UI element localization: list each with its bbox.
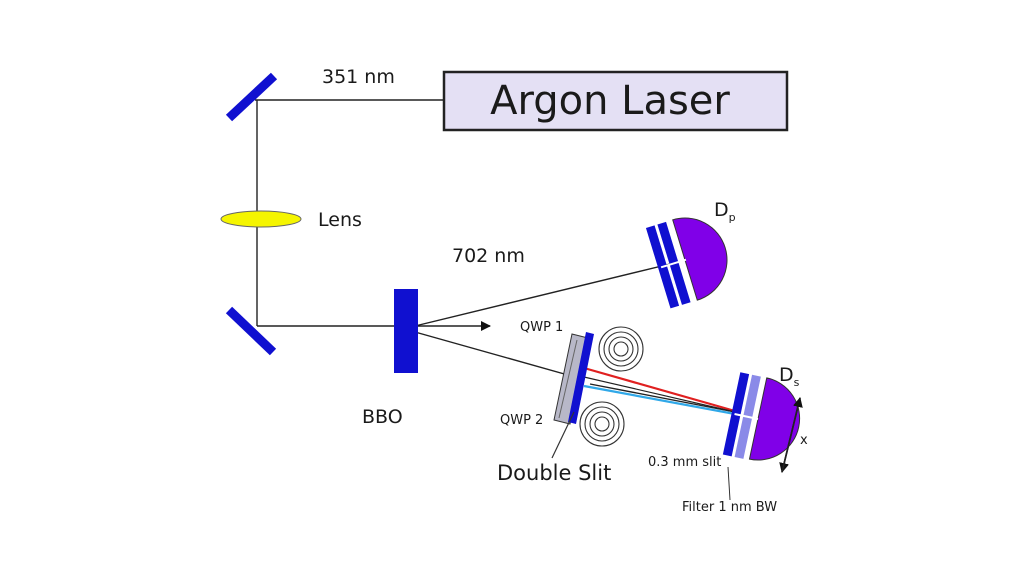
filter-pointer (727, 466, 731, 501)
detector-p (645, 217, 728, 309)
double-slit-pointer (551, 411, 575, 459)
beam-paths (255, 99, 736, 413)
signal-path (583, 376, 736, 413)
red-path (583, 366, 736, 413)
slit-label: 0.3 mm slit (648, 455, 721, 470)
qwp1-label: QWP 1 (520, 320, 563, 335)
lens (220, 210, 302, 228)
detector-p-body (672, 217, 728, 301)
double-slit-plate (568, 332, 594, 424)
qwp2-label: QWP 2 (500, 413, 543, 428)
bottom-mirror (225, 306, 277, 356)
argon-laser-box (442, 70, 789, 132)
detector-s-body (748, 377, 801, 461)
detector-s (722, 372, 801, 461)
signal-beam-to-ds (589, 383, 736, 413)
double-slit-label: Double Slit (497, 461, 611, 485)
bbo-label: BBO (362, 406, 403, 428)
x-label: x (800, 433, 808, 448)
filter-label: Filter 1 nm BW (682, 500, 777, 515)
pump-wavelength-label: 351 nm (322, 66, 395, 88)
double-slit-assembly (553, 332, 594, 425)
output-wavelength-label: 702 nm (452, 245, 525, 267)
detector-s-label: Ds (779, 364, 800, 389)
bbo-crystal (394, 289, 418, 373)
polarization-spiral-icon-lower (579, 401, 625, 447)
top-mirror (225, 72, 278, 122)
argon-laser-label: Argon Laser (490, 78, 730, 124)
signal-beam-to-slit (414, 331, 576, 378)
polarization-spiral-icon-upper (598, 326, 644, 372)
blue-path (583, 384, 736, 416)
idler-beam-to-dp (414, 263, 671, 327)
lens-label: Lens (318, 209, 362, 231)
detector-p-label: Dp (714, 199, 736, 224)
